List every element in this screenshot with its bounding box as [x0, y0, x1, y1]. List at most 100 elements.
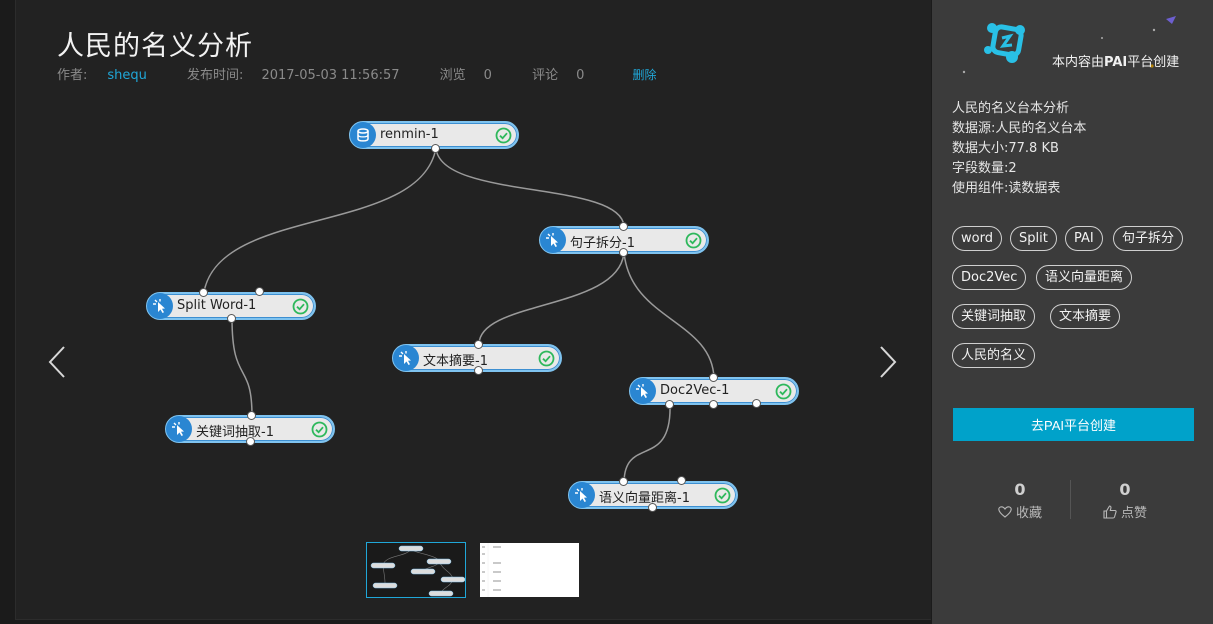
create-on-pai-button[interactable]: 去PAI平台创建 [953, 408, 1194, 441]
pai-brand: 本内容由PAI平台创建 [954, 16, 1194, 78]
next-arrow[interactable] [878, 345, 898, 379]
likes-label: 点赞 [1120, 506, 1147, 521]
edge-juzi-doc2vec [623, 251, 715, 379]
port-wenben-in[interactable] [474, 340, 483, 349]
brand-text: 本内容由PAI平台创建 [1052, 51, 1179, 70]
thumbnail-graph-preview [370, 545, 466, 597]
port-split-in-1[interactable] [199, 288, 208, 297]
like-button[interactable]: 点赞 [1103, 502, 1147, 521]
node-label: 文本摘要-1 [423, 354, 488, 369]
tag[interactable]: 人民的名义 [952, 343, 1036, 368]
success-check-icon [714, 487, 731, 504]
port-split-out[interactable] [227, 314, 236, 323]
comments-meta: 评论 0 [532, 68, 602, 83]
brand-text-prefix: 本内容由 [1052, 55, 1105, 70]
favorites-label: 收藏 [1015, 506, 1042, 521]
port-yuyi-in-2[interactable] [677, 476, 686, 485]
component-icon [393, 345, 419, 371]
edge-renmin-juzi [435, 147, 625, 227]
node-label: 语义向量距离-1 [599, 491, 690, 506]
success-check-icon [685, 232, 702, 249]
node-label: 句子拆分-1 [570, 236, 635, 251]
thumbs-up-icon [1103, 504, 1117, 519]
tag[interactable]: 文本摘要 [1050, 304, 1121, 329]
prev-arrow[interactable] [47, 345, 67, 379]
chevron-right-icon [880, 346, 897, 378]
node-label: Split Word-1 [177, 298, 257, 313]
thumbnail-table[interactable] [480, 543, 579, 597]
info-line: 人民的名义台本分析 [952, 101, 1070, 116]
likes-stat: 0 点赞 [1075, 480, 1175, 523]
comments-count: 0 [576, 68, 585, 83]
component-icon [166, 416, 192, 442]
port-yuyi-in-1[interactable] [619, 477, 628, 486]
views-meta: 浏览 0 [440, 68, 510, 83]
likes-count: 0 [1119, 480, 1131, 499]
success-check-icon [292, 298, 309, 315]
edge-renmin-split [203, 147, 437, 293]
publish-time: 2017-05-03 11:56:57 [261, 68, 400, 83]
tag[interactable]: 语义向量距离 [1036, 265, 1133, 290]
stat-divider [1070, 480, 1071, 519]
publish-meta: 发布时间: 2017-05-03 11:56:57 [187, 68, 417, 83]
component-icon [630, 378, 656, 404]
favorites-count: 0 [1014, 480, 1026, 499]
node-label: renmin-1 [380, 127, 439, 142]
favorites-stat: 0 收藏 [970, 480, 1070, 522]
delete-link[interactable]: 删除 [632, 68, 657, 82]
port-split-in-2[interactable] [255, 287, 264, 296]
comments-label: 评论 [532, 68, 559, 83]
project-info: 人民的名义台本分析 数据源:人民的名义台本 数据大小:77.8 KB 字段数量:… [952, 99, 1086, 199]
port-juzi-out[interactable] [619, 248, 628, 257]
views-label: 浏览 [439, 68, 466, 83]
tag[interactable]: 句子拆分 [1113, 226, 1184, 251]
port-juzi-in[interactable] [619, 222, 628, 231]
success-check-icon [311, 421, 328, 438]
node-label: Doc2Vec-1 [660, 383, 730, 398]
info-line: 字段数量:2 [952, 161, 1017, 176]
port-guanjian-in[interactable] [247, 411, 256, 420]
port-doc2vec-in[interactable] [709, 373, 718, 382]
publish-label: 发布时间: [187, 68, 244, 83]
edge-doc2vec-yuyi [623, 403, 671, 483]
success-check-icon [495, 127, 512, 144]
success-check-icon [775, 383, 792, 400]
favorite-button[interactable]: 收藏 [998, 502, 1042, 521]
tag[interactable]: Split [1010, 226, 1057, 251]
edge-juzi-wenben [478, 251, 625, 345]
component-icon [540, 227, 566, 253]
brand-text-bold: PAI [1104, 55, 1128, 70]
tag[interactable]: 关键词抽取 [952, 304, 1036, 329]
info-line: 使用组件:读数据表 [952, 181, 1061, 196]
info-line: 数据源:人民的名义台本 [952, 121, 1087, 136]
thumbnail-table-preview [482, 543, 501, 597]
port-renmin-out[interactable] [431, 144, 440, 153]
canvas-panel: 人民的名义分析 作者:shequ 发布时间: 2017-05-03 11:56:5… [47, 31, 898, 598]
port-guanjian-out[interactable] [246, 437, 255, 446]
component-icon [147, 293, 173, 319]
views-count: 0 [483, 68, 492, 83]
author-meta: 作者:shequ [57, 68, 165, 83]
page-title: 人民的名义分析 [57, 31, 253, 62]
database-icon [350, 122, 376, 148]
info-line: 数据大小:77.8 KB [952, 141, 1059, 156]
tag[interactable]: word [952, 226, 1002, 251]
success-check-icon [538, 350, 555, 367]
node-label: 关键词抽取-1 [196, 425, 274, 440]
port-doc2vec-out-2[interactable] [709, 400, 718, 409]
thumbnail-graph[interactable] [366, 542, 466, 598]
port-doc2vec-out-1[interactable] [665, 400, 674, 409]
pai-logo-icon [962, 16, 1176, 74]
workflow-graph [203, 147, 715, 483]
brand-text-suffix: 平台创建 [1127, 55, 1180, 70]
chevron-left-icon [48, 346, 65, 378]
component-icon [569, 482, 595, 508]
port-wenben-out[interactable] [474, 366, 483, 375]
port-doc2vec-out-3[interactable] [752, 399, 761, 408]
heart-icon [998, 505, 1012, 518]
tag[interactable]: PAI [1065, 226, 1103, 251]
author-link[interactable]: shequ [107, 68, 147, 83]
port-yuyi-out[interactable] [648, 503, 657, 512]
tag[interactable]: Doc2Vec [952, 265, 1027, 290]
article-meta: 作者:shequ 发布时间: 2017-05-03 11:56:57 浏览 0 评论… [57, 64, 675, 83]
